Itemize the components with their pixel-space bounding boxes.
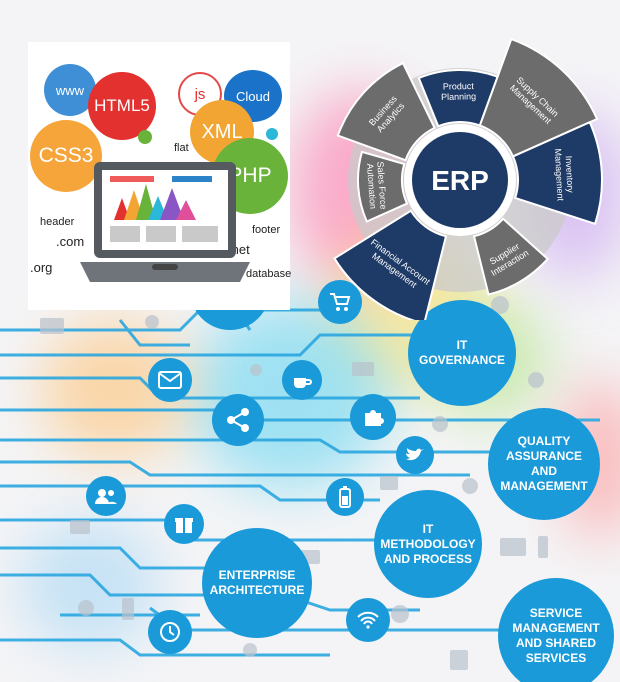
laptop-icon [80, 162, 250, 282]
node-it-methodology[interactable]: IT METHODOLOGY AND PROCESS [374, 490, 482, 598]
bird-icon [396, 436, 434, 474]
node-service-management[interactable]: SERVICE MANAGEMENT AND SHARED SERVICES [498, 578, 614, 682]
node-it-governance-label: IT GOVERNANCE [418, 338, 505, 367]
bubble-cloud: Cloud [224, 70, 282, 122]
bubble-xml-label: XML [201, 120, 243, 143]
clock-icon [148, 610, 192, 654]
bubble-css3: CSS3 [30, 120, 102, 192]
bubble-css3-label: CSS3 [38, 144, 94, 167]
bubble-html5-label: HTML5 [94, 96, 150, 115]
puzzle-icon [350, 394, 396, 440]
erp-segment-label-2: InventoryManagement [553, 148, 576, 202]
tag-footer: footer [252, 224, 281, 236]
shopping-cart-icon [318, 280, 362, 324]
wifi-icon [346, 598, 390, 642]
mail-icon [148, 358, 192, 402]
erp-segment-5[interactable] [357, 150, 409, 223]
share-icon [212, 394, 264, 446]
decor-dot-green [138, 130, 152, 144]
tag-database: database [246, 268, 292, 280]
tag-header: header [40, 216, 75, 228]
erp-segment-4[interactable] [333, 209, 448, 320]
erp-center-label: ERP [431, 165, 489, 196]
erp-segment-0[interactable] [417, 69, 499, 128]
erp-center-core[interactable] [412, 132, 508, 228]
bg-streak-blue [20, 520, 160, 650]
bubble-php-label: PHP [228, 164, 272, 187]
web-tech-panel: www HTML5 js Cloud CSS3 XML PHP flat hea… [28, 42, 292, 310]
bubble-www-label: www [55, 82, 85, 98]
erp-segment-label-5: Sales ForceAutomation [365, 161, 389, 210]
users-icon [86, 476, 126, 516]
gift-icon [164, 504, 204, 544]
tag-dotorg: .org [30, 260, 53, 275]
bubble-cloud-label: Cloud [236, 88, 270, 104]
erp-segment-6[interactable] [336, 61, 436, 162]
node-quality-assurance[interactable]: QUALITY ASSURANCE AND MANAGEMENT [488, 408, 600, 520]
erp-segment-1[interactable] [478, 37, 599, 158]
node-enterprise-architecture[interactable]: ENTERPRISE ARCHITECTURE [202, 528, 312, 638]
bubble-www: www [44, 64, 96, 116]
erp-segment-label-0: ProductPlanning [441, 81, 476, 102]
bubble-js-label: js [194, 85, 206, 103]
erp-segment-2[interactable] [511, 120, 603, 226]
battery-icon [326, 478, 364, 516]
node-enterprise-architecture-label: ENTERPRISE ARCHITECTURE [209, 568, 305, 597]
tag-dotcom: .com [56, 234, 85, 249]
tag-flat: flat [174, 142, 189, 154]
coffee-cup-icon [282, 360, 322, 400]
bubble-html5: HTML5 [88, 72, 156, 140]
decor-dot-cyan [266, 128, 278, 140]
node-service-management-label: SERVICE MANAGEMENT AND SHARED SERVICES [512, 606, 600, 665]
node-quality-assurance-label: QUALITY ASSURANCE AND MANAGEMENT [500, 434, 588, 493]
node-it-methodology-label: IT METHODOLOGY AND PROCESS [380, 521, 476, 566]
erp-segment-3[interactable] [472, 217, 550, 296]
